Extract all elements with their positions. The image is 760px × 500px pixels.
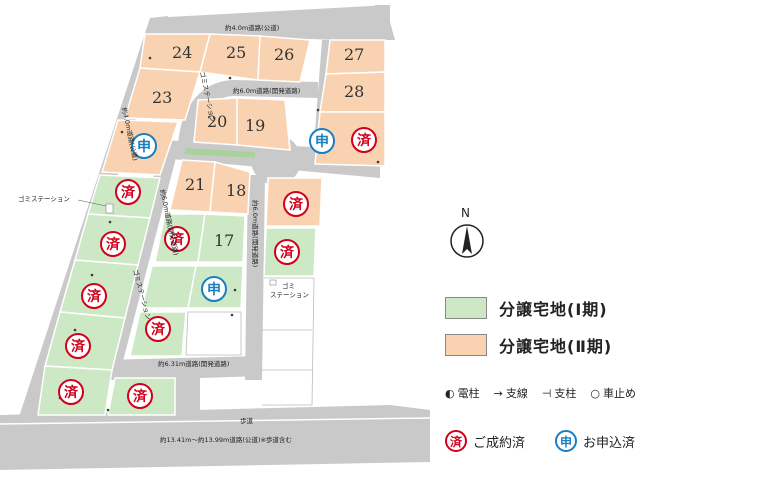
center-road-label: 約6.0m道路(開発道路) [233,86,300,95]
applied-icon: 申 [555,430,578,452]
support-pole-icon: ⊣ [541,386,552,400]
lot-mid-3[interactable] [141,265,197,309]
main-road-label: 約13.41m〜約13.99m道路(公道)※歩道含む [160,435,292,444]
lot-number-23: 23 [152,88,172,107]
svg-text:済: 済 [280,244,295,261]
main-road [0,405,430,470]
sidewalk [0,417,430,425]
legend-phase1: 分譲宅地(Ⅰ期) [445,296,608,320]
lot-19[interactable] [236,97,291,151]
svg-text:済: 済 [170,231,185,248]
sold-mark: 済 [274,239,300,265]
applied-mark: 申 [201,276,227,302]
legend-branch-line: → 支線 [493,386,528,401]
lot-number-21: 21 [185,175,205,194]
sidewalk-label: 歩道 [240,416,254,425]
top-road-spur [375,5,390,40]
car-stop-icon: ○ [590,386,601,400]
branch-line-icon: → [493,386,503,400]
north-compass-icon: N [450,206,484,258]
svg-text:済: 済 [71,338,86,355]
legend-symbols: ◐ 電柱 → 支線 ⊣ 支柱 ○ 車止め [445,385,650,401]
sold-mark: 済 [283,191,309,217]
sold-mark: 済 [351,127,377,153]
applied-mark: 申 [131,133,157,159]
top-road-label: 約4.0m道路(公道) [225,23,279,32]
lot-number-24: 24 [172,43,192,62]
legend-car-stop: ○ 車止め [590,386,637,401]
sold-mark: 済 [164,226,190,252]
sold-mark: 済 [115,179,141,205]
applied-label: お申込済 [583,435,636,451]
sold-mark: 済 [81,283,107,309]
garbage-box-left [105,203,114,214]
sold-mark: 済 [65,333,91,359]
garbage-box-right [269,279,277,286]
svg-text:済: 済 [357,132,372,149]
legend-status: 済 ご成約済 申 お申込済 [445,430,665,452]
garbage-station-label-left: ゴミステーション [18,194,70,203]
lot-number-27: 27 [344,45,364,64]
svg-text:N: N [461,206,470,220]
phase2-label: 分譲宅地(Ⅱ期) [499,337,613,356]
lot-17[interactable] [197,213,246,263]
site-map: 24 25 26 27 28 23 20 19 21 18 17 済 済 済 済… [0,5,430,470]
lot-number-20: 20 [207,112,227,131]
bottom-inner-road-label: 約6.31m道路(開発道路) [158,359,229,368]
garbage-station-label-right-2: ステーション [270,291,309,299]
applied-markers: 申 申 申 [131,128,335,302]
utility-pole-icon: ◐ [445,386,455,400]
phase1-swatch [445,297,487,319]
planting-strip [184,148,256,158]
garbage-station-label-right-1: ゴミ [282,281,295,290]
lot-number-18: 18 [226,181,246,200]
sold-label: ご成約済 [473,435,526,451]
lot-number-28: 28 [344,82,364,101]
sold-mark: 済 [145,316,171,342]
sold-mark: 済 [127,383,153,409]
inner-right-road-label: 約6.0m道路(開発道路) [251,200,260,267]
sold-icon: 済 [445,430,467,452]
lot-numbers: 24 25 26 27 28 23 20 19 21 18 17 [152,43,364,250]
svg-text:済: 済 [121,184,136,201]
legend: N 分譲宅地(Ⅰ期) 分譲宅地(Ⅱ期) ◐ 電柱 → 支線 ⊣ 支柱 ○ 車止め… [430,0,760,500]
lot-23[interactable] [124,67,201,121]
svg-text:申: 申 [137,138,151,155]
bottom-inner-road [102,356,262,415]
lot-number-25: 25 [226,43,246,62]
sold-mark: 済 [58,379,84,405]
svg-text:済: 済 [151,321,166,338]
svg-text:済: 済 [64,384,79,401]
upper-loop-road [178,80,318,145]
boundary-lines [185,277,315,406]
phase1-label: 分譲宅地(Ⅰ期) [499,300,608,319]
svg-text:申: 申 [315,133,329,150]
applied-mark: 申 [309,128,335,154]
svg-text:申: 申 [207,281,221,298]
svg-text:済: 済 [133,388,148,405]
lot-26[interactable] [257,35,311,83]
lot-number-26: 26 [274,45,294,64]
phase2-swatch [445,334,487,356]
utility-markers [58,56,380,412]
svg-text:済: 済 [289,196,304,213]
lot-number-19: 19 [245,116,265,135]
svg-text:済: 済 [106,236,121,253]
lot-18[interactable] [209,161,251,215]
legend-support-pole: ⊣ 支柱 [541,386,577,401]
legend-utility-pole: ◐ 電柱 [445,386,480,401]
legend-phase2: 分譲宅地(Ⅱ期) [445,333,612,357]
inner-right-road [245,175,265,380]
sold-markers: 済 済 済 済 済 済 済 済 済 済 済 [58,127,377,409]
lot-number-17: 17 [214,231,234,250]
svg-text:済: 済 [87,288,102,305]
sold-mark: 済 [100,231,126,257]
top-road [150,5,395,40]
